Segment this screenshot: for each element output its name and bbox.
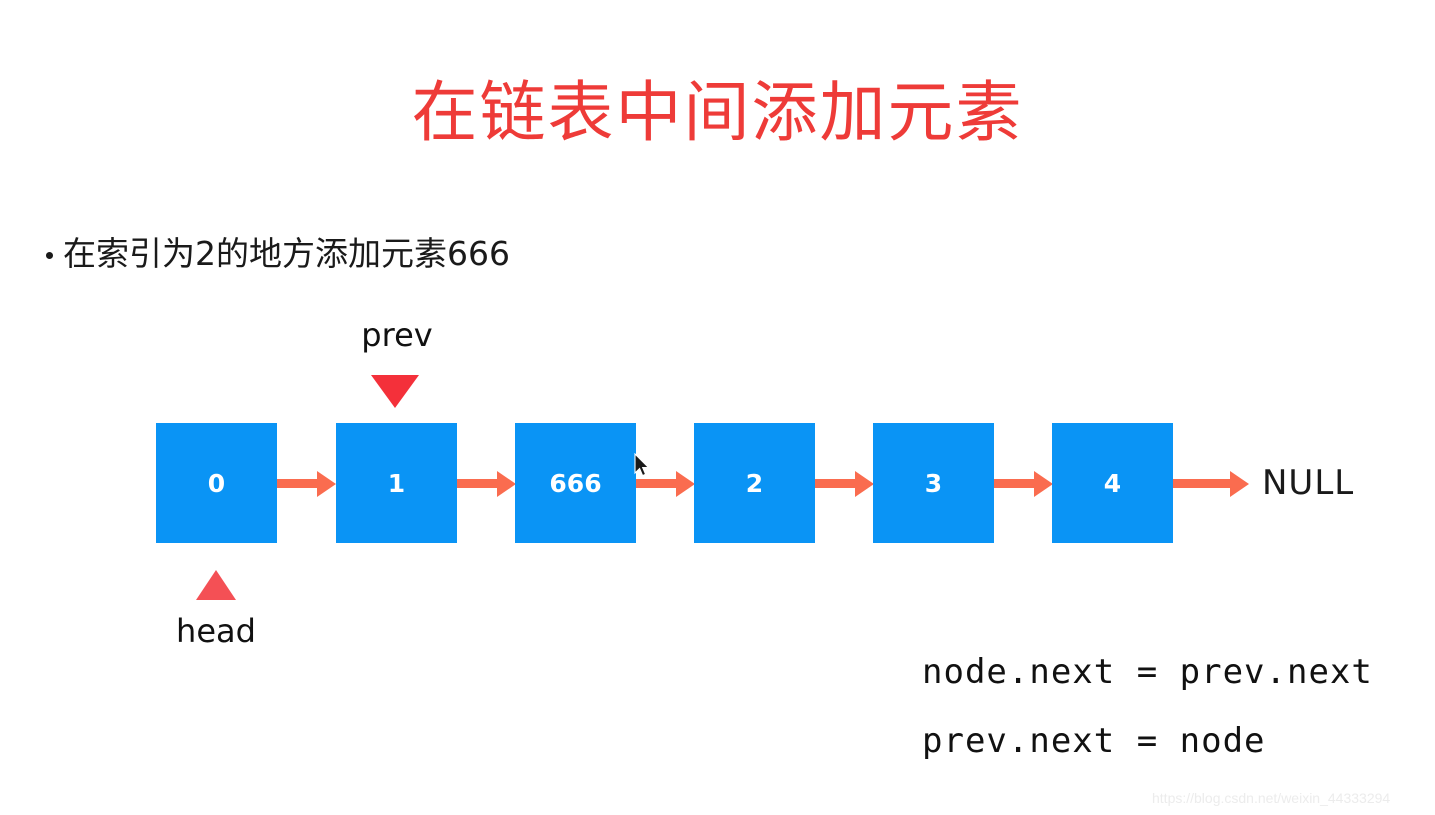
arrow-node-0-to-1 [247, 479, 319, 488]
list-node-value: 4 [1103, 468, 1122, 498]
mouse-cursor-icon [634, 453, 650, 477]
prev-pointer-label: prev [361, 316, 433, 354]
list-node-0: 0 [156, 423, 277, 543]
arrow-node-1-to-666 [427, 479, 499, 488]
list-node-value: 1 [387, 468, 406, 498]
list-node-value: 3 [924, 468, 943, 498]
list-node-3: 3 [873, 423, 994, 543]
list-node-value: 666 [549, 468, 602, 498]
prev-pointer-triangle-down-icon [371, 375, 419, 408]
arrow-node-2-to-3 [785, 479, 857, 488]
list-node-1: 1 [336, 423, 457, 543]
arrow-node-4-to-null [1143, 479, 1232, 488]
head-pointer-triangle-up-icon [196, 570, 236, 600]
code-block: node.next = prev.next prev.next = node [922, 652, 1373, 790]
list-node-4: 4 [1052, 423, 1173, 543]
list-node-2: 2 [694, 423, 815, 543]
list-node-666: 666 [515, 423, 636, 543]
code-line-2: prev.next = node [922, 721, 1266, 761]
null-terminator-label: NULL [1262, 463, 1355, 503]
list-node-value: 0 [207, 468, 226, 498]
code-line-1: node.next = prev.next [922, 652, 1373, 692]
head-pointer-label: head [176, 612, 256, 650]
arrow-node-3-to-4 [964, 479, 1036, 488]
page-title: 在链表中间添加元素 [411, 74, 1024, 151]
bullet-text: 在索引为2的地方添加元素666 [63, 234, 510, 273]
arrow-node-666-to-2 [606, 479, 678, 488]
list-node-value: 2 [745, 468, 764, 498]
bullet-dot-icon [46, 252, 53, 260]
watermark-url: https://blog.csdn.net/weixin_44333294 [1152, 790, 1391, 806]
bullet-item: 在索引为2的地方添加元素666 [46, 234, 510, 274]
